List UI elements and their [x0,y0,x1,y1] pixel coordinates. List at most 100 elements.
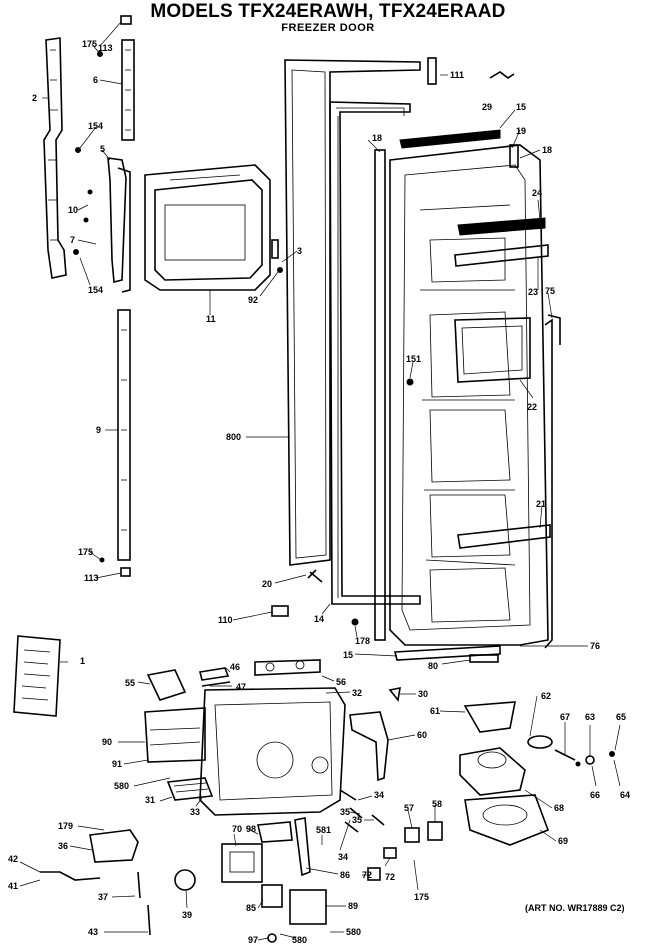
callout-11: 11 [206,314,216,324]
callout-154: 154 [88,121,103,131]
upper-hinge-bracket [107,157,131,293]
instruction-sheet [13,635,61,717]
callout-68: 68 [554,803,564,813]
callout-18: 18 [372,133,382,143]
callout-30: 30 [418,689,428,699]
art-number: (ART NO. WR17889 C2) [525,903,625,913]
actuator-55 [146,669,187,701]
door-inner-panel [144,164,271,291]
callout-113: 113 [98,43,113,53]
callout-24: 24 [532,188,542,198]
spring-29 [489,71,515,79]
callout-35: 35 [352,815,362,825]
shelf-panel-22 [454,317,531,383]
clip-111 [427,57,437,85]
callout-5: 5 [100,144,105,154]
callout-63: 63 [585,712,595,722]
callout-labels: 175 113 6 2 154 5 10 7 154 9 175 113 11 … [8,39,630,945]
callout-581: 581 [316,825,331,835]
door-liner [389,144,549,646]
callout-39: 39 [182,910,192,920]
callout-31: 31 [145,795,155,805]
shelf-bar-21 [457,524,551,549]
callout-20: 20 [262,579,272,589]
callout-80: 80 [428,661,438,671]
frame-90 [144,707,206,763]
linkage-56 [254,659,321,676]
motor-39 [174,869,196,891]
callout-15: 15 [343,650,353,660]
callout-6: 6 [93,75,98,85]
rod-43 [147,904,151,936]
callout-3: 3 [297,246,302,256]
callout-76: 76 [590,641,600,651]
shelf-bar-23 [454,244,549,267]
callout-70: 70 [232,824,242,834]
shelf-bar-15-top [399,129,501,149]
callout-97: 97 [248,935,258,945]
callout-9: 9 [96,425,101,435]
callout-175: 175 [78,547,93,557]
callout-15: 15 [516,102,526,112]
callout-67: 67 [560,712,570,722]
callout-580: 580 [292,935,307,945]
shelf-bar-24 [457,217,546,236]
screw-151 [406,378,414,386]
door-gasket [329,101,421,605]
bracket-85 [261,884,283,908]
screw-178 [351,618,359,626]
callout-32: 32 [352,688,362,698]
callout-175: 175 [82,39,97,49]
callout-10: 10 [68,205,78,215]
callout-154: 154 [88,285,103,295]
callout-151: 151 [406,354,421,364]
callout-56: 56 [336,677,346,687]
callout-33: 33 [190,807,200,817]
page-subtitle: FREEZER DOOR [281,22,375,34]
screw-3-92 [271,239,283,273]
left-hinge-strip [43,37,67,279]
bracket-36 [89,829,139,863]
callout-18: 18 [542,145,552,155]
pin-97 [267,933,277,943]
callout-42: 42 [8,854,18,864]
callout-47: 47 [236,682,246,692]
callout-175: 175 [414,892,429,902]
callout-60: 60 [417,730,427,740]
callout-34: 34 [374,790,384,800]
callout-85: 85 [246,903,256,913]
callout-41: 41 [8,881,18,891]
callout-800: 800 [226,432,241,442]
callout-66: 66 [590,790,600,800]
lever-46 [199,667,230,681]
bottom-strip-80 [393,645,501,663]
housing-69 [464,794,550,846]
callout-113: 113 [84,573,99,583]
callout-111: 111 [450,70,464,80]
callout-37: 37 [98,892,108,902]
callout-14: 14 [314,614,324,624]
disc-62 [527,735,553,749]
callout-35: 35 [340,807,350,817]
callout-21: 21 [536,499,546,509]
callout-7: 7 [70,235,75,245]
arm-47 [201,681,231,687]
callout-34: 34 [338,852,348,862]
callout-61: 61 [430,706,440,716]
solenoid-98 [221,843,263,883]
callout-55: 55 [125,678,135,688]
cap-110 [271,605,289,617]
callout-110: 110 [218,615,233,625]
dispenser-housing-32 [199,687,346,816]
callout-65: 65 [616,712,626,722]
leader-lines [19,21,621,941]
bracket-19 [509,144,519,168]
callout-29: 29 [482,102,492,112]
callout-58: 58 [432,799,442,809]
callout-2: 2 [32,93,37,103]
callout-86: 86 [340,870,350,880]
callout-57: 57 [404,803,414,813]
callout-90: 90 [102,737,112,747]
callout-98: 98 [246,824,256,834]
